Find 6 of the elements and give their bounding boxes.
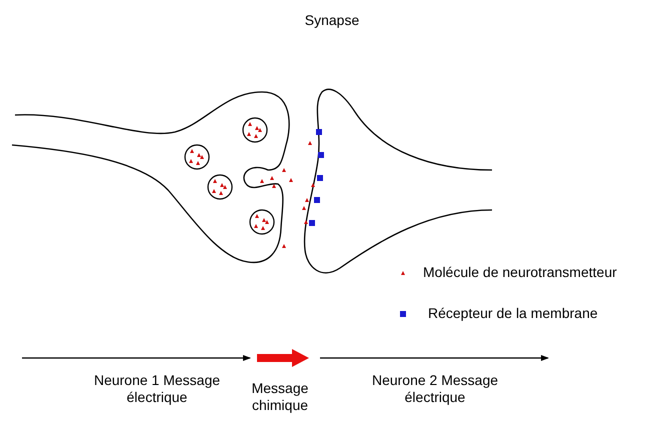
caption-text: Neurone 1 Message électrique bbox=[92, 372, 222, 406]
caption-text: Neurone 2 Message électrique bbox=[370, 372, 500, 406]
caption-text: Message chimique bbox=[250, 380, 310, 414]
legend-label: Récepteur de la membrane bbox=[428, 305, 599, 322]
legend-label: Molécule de neurotransmetteur bbox=[423, 264, 618, 281]
diagram-title: Synapse bbox=[304, 12, 360, 29]
